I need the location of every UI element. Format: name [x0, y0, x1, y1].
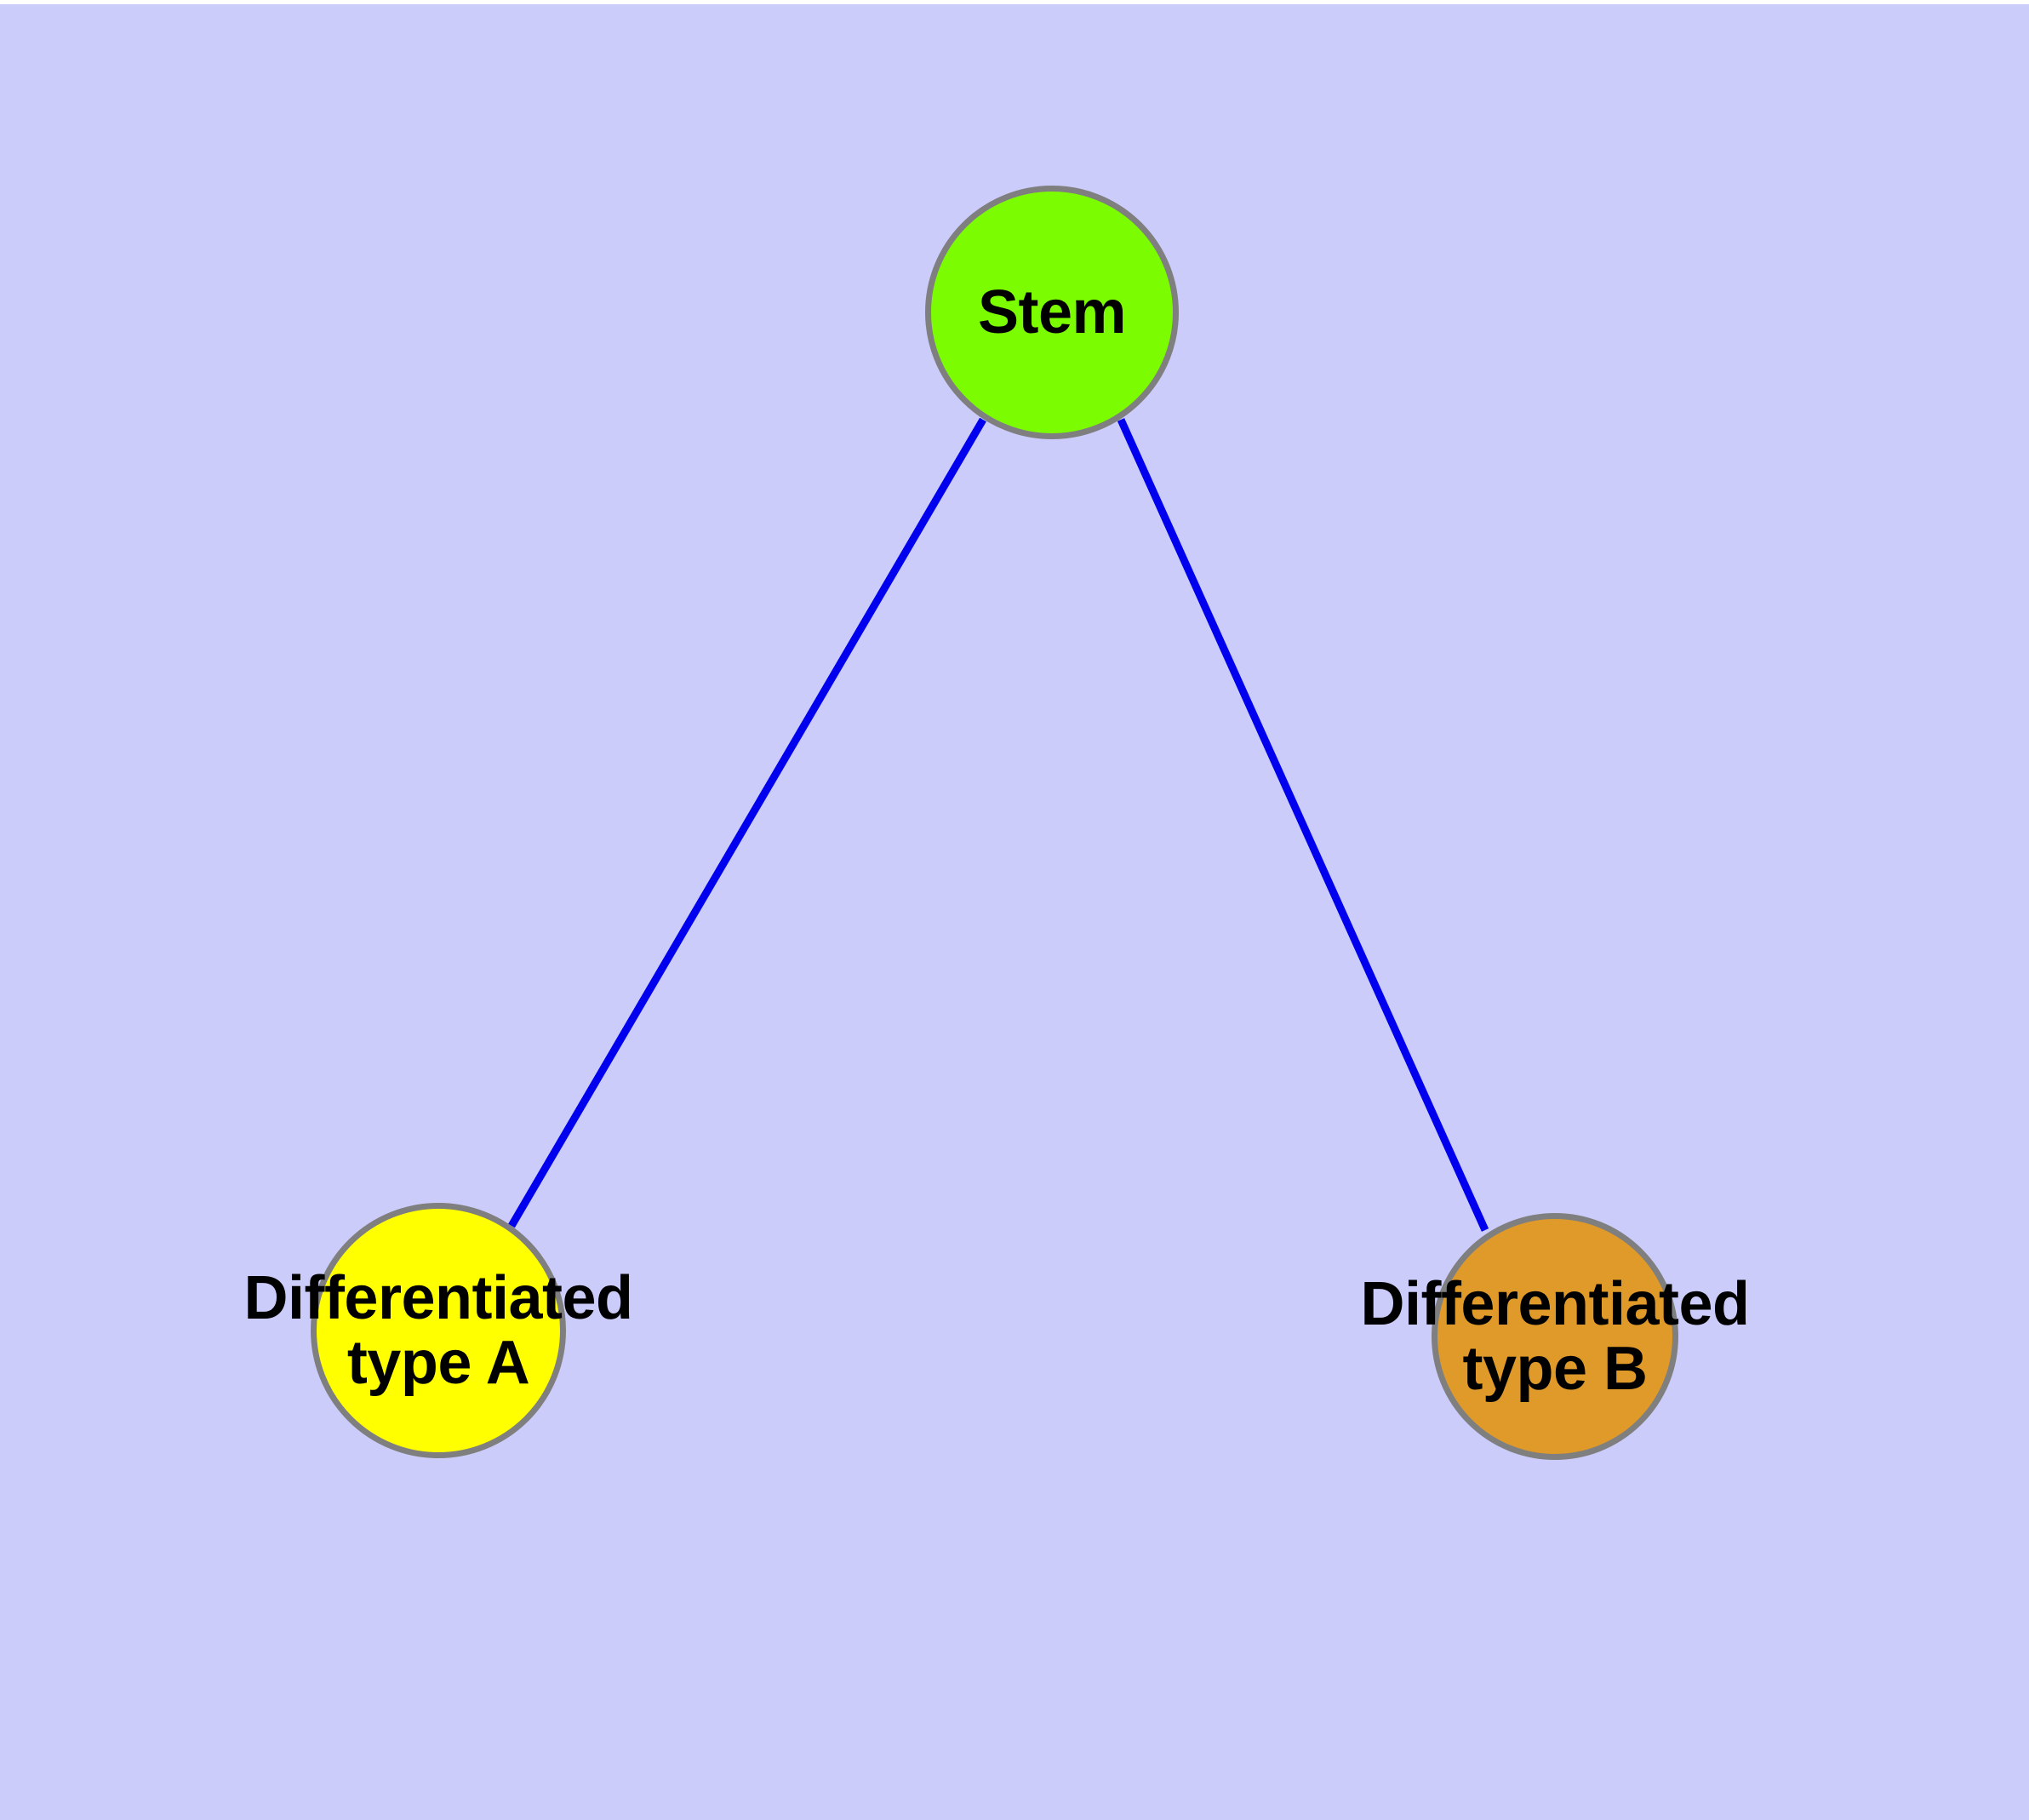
edge-stem-to-diff-a	[508, 417, 986, 1228]
node-differentiated-type-b[interactable]	[1432, 1213, 1678, 1460]
node-stem[interactable]	[925, 186, 1179, 439]
edge-stem-to-diff-b	[1117, 418, 1489, 1232]
node-differentiated-type-a[interactable]	[311, 1203, 566, 1458]
